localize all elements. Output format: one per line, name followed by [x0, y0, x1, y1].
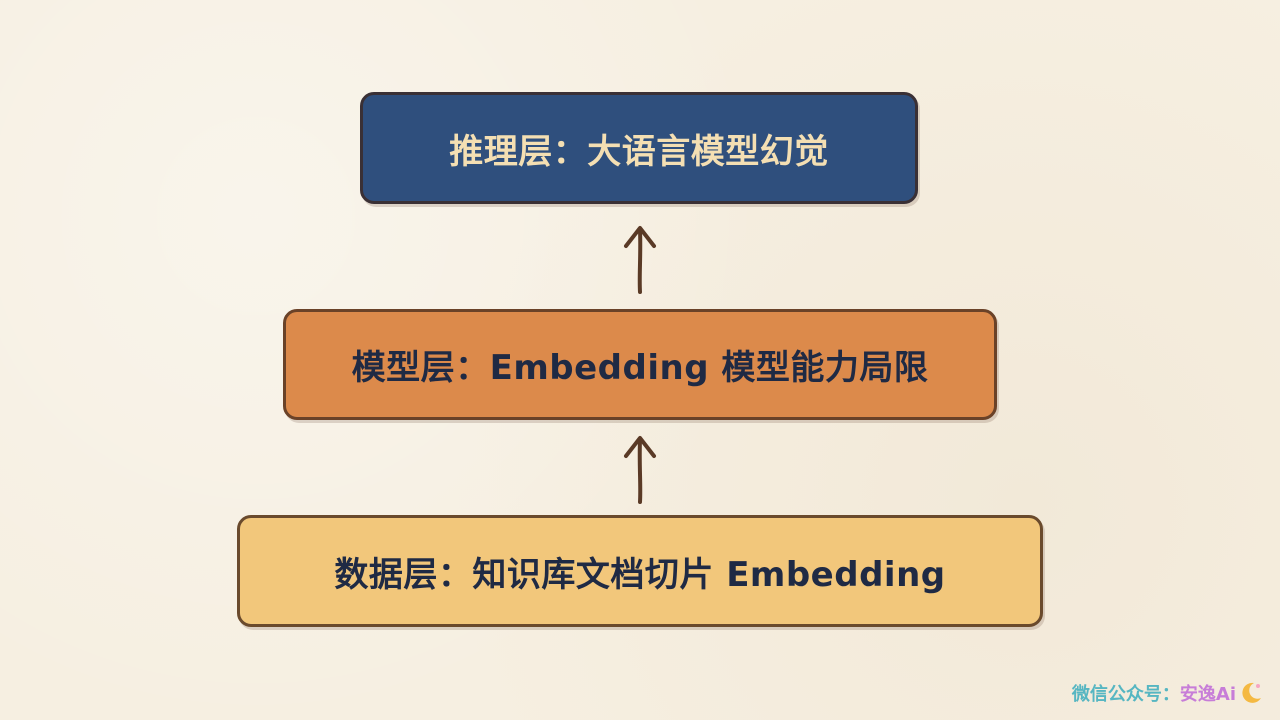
model-layer-box: 模型层：Embedding 模型能力局限: [283, 309, 997, 420]
up-arrow-icon: [624, 226, 656, 294]
data-layer-label: 数据层：知识库文档切片 Embedding: [334, 554, 946, 595]
watermark: 微信公众号： 安逸Ai: [1072, 680, 1264, 706]
up-arrow-icon: [624, 436, 656, 504]
inference-layer-box: 推理层：大语言模型幻觉: [360, 92, 918, 204]
data-layer-box: 数据层：知识库文档切片 Embedding: [237, 515, 1043, 627]
crescent-moon-icon: [1242, 682, 1261, 703]
inference-layer-label: 推理层：大语言模型幻觉: [449, 131, 829, 172]
model-layer-label: 模型层：Embedding 模型能力局限: [351, 348, 929, 388]
watermark-prefix: 微信公众号：: [1071, 684, 1180, 705]
watermark-name: 安逸Ai: [1179, 684, 1236, 705]
